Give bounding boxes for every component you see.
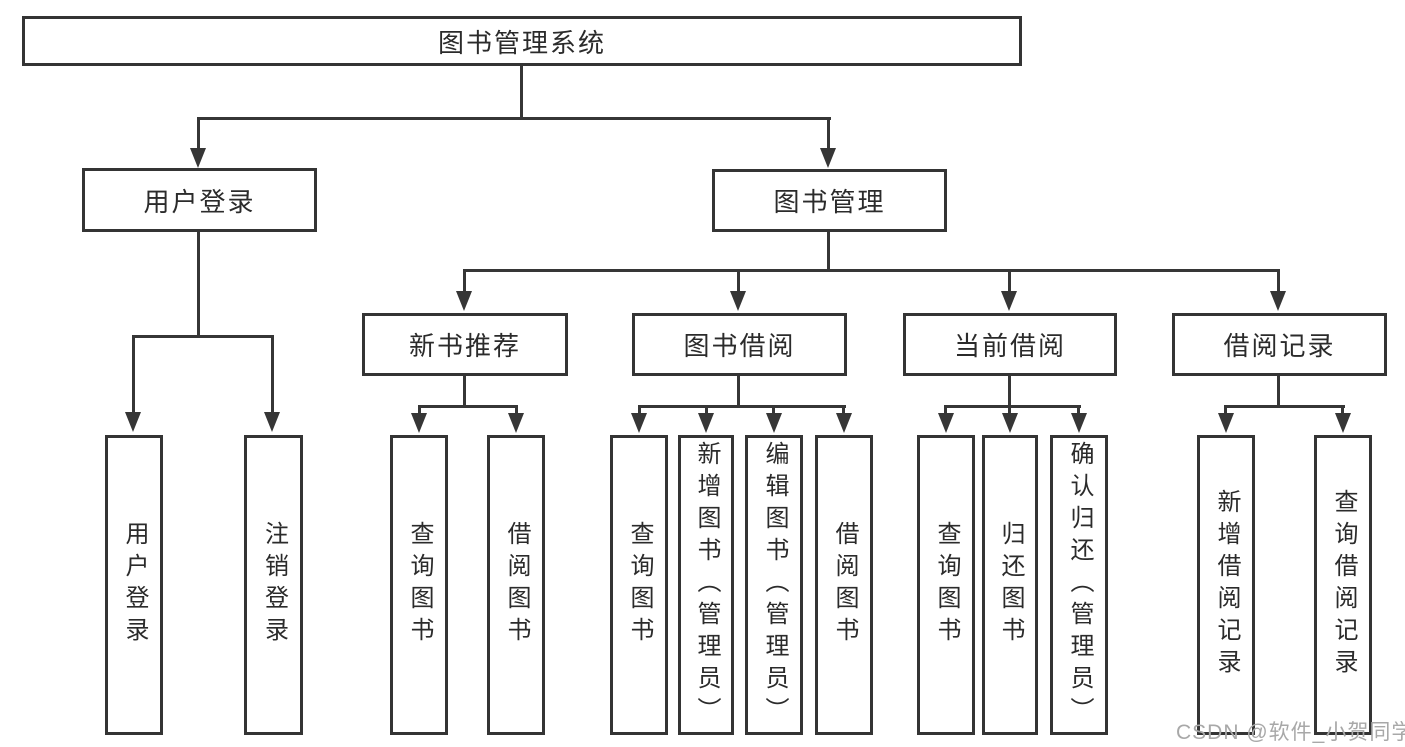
arrow-down-icon <box>190 148 206 168</box>
arrow-down-icon <box>1002 413 1018 433</box>
connector-line <box>638 405 846 408</box>
arrow-down-icon <box>1218 413 1234 433</box>
arrow-down-icon <box>1270 291 1286 311</box>
leaf-user-login: 用户登录 <box>105 435 163 735</box>
leaf-query-borrow-record-label: 查询借阅记录 <box>1330 489 1357 681</box>
leaf-return-books: 归还图书 <box>982 435 1038 735</box>
node-book-borrow-label: 图书借阅 <box>683 331 796 361</box>
connector-line <box>1277 269 1280 293</box>
node-library-system: 图书管理系统 <box>22 16 1022 66</box>
leaf-borrow-books-2: 借阅图书 <box>815 435 873 735</box>
node-borrow-records-label: 借阅记录 <box>1223 331 1336 361</box>
node-book-management: 图书管理 <box>712 169 947 232</box>
connector-line <box>197 117 200 150</box>
node-book-management-label: 图书管理 <box>773 187 886 217</box>
arrow-down-icon <box>698 413 714 433</box>
arrow-down-icon <box>766 413 782 433</box>
arrow-down-icon <box>1001 291 1017 311</box>
leaf-logout: 注销登录 <box>244 435 303 735</box>
leaf-borrow-books-1: 借阅图书 <box>487 435 545 735</box>
arrow-down-icon <box>836 413 852 433</box>
leaf-logout-label: 注销登录 <box>260 521 288 649</box>
connector-line <box>827 117 830 150</box>
connector-line <box>1277 376 1280 407</box>
arrow-down-icon <box>631 413 647 433</box>
csdn-watermark: CSDN @软件_小贺同学 <box>1176 721 1405 744</box>
leaf-add-borrow-record: 新增借阅记录 <box>1197 435 1255 735</box>
node-user-login: 用户登录 <box>82 168 317 232</box>
node-new-book-recommend-label: 新书推荐 <box>408 331 521 361</box>
connector-line <box>1008 405 1011 415</box>
connector-line <box>638 405 641 415</box>
connector-line <box>418 405 518 408</box>
connector-line <box>1077 405 1080 415</box>
arrow-down-icon <box>508 413 524 433</box>
leaf-user-login-label: 用户登录 <box>121 521 148 649</box>
connector-line <box>515 405 518 415</box>
arrow-down-icon <box>820 148 836 168</box>
node-current-borrow-label: 当前借阅 <box>953 331 1066 361</box>
leaf-query-books-1-label: 查询图书 <box>406 521 433 649</box>
connector-line <box>705 405 708 415</box>
leaf-query-books-1: 查询图书 <box>390 435 448 735</box>
connector-line <box>132 335 274 338</box>
arrow-down-icon <box>456 291 472 311</box>
node-book-borrow: 图书借阅 <box>632 313 847 376</box>
leaf-add-book-admin: 新增图书（管理员） <box>678 435 734 735</box>
leaf-add-borrow-record-label: 新增借阅记录 <box>1213 489 1240 681</box>
arrow-down-icon <box>1335 413 1351 433</box>
leaf-query-books-3: 查询图书 <box>917 435 975 735</box>
connector-line <box>463 269 1280 272</box>
leaf-query-borrow-record: 查询借阅记录 <box>1314 435 1372 735</box>
connector-line <box>772 405 775 415</box>
connector-line <box>842 405 845 415</box>
leaf-query-books-3-label: 查询图书 <box>933 521 960 649</box>
connector-line <box>1224 405 1227 415</box>
connector-line <box>1224 405 1345 408</box>
arrow-down-icon <box>1071 413 1087 433</box>
leaf-confirm-return-admin-label: 确认归还（管理员） <box>1066 441 1093 729</box>
leaf-confirm-return-admin: 确认归还（管理员） <box>1050 435 1108 735</box>
leaf-query-books-2-label: 查询图书 <box>626 521 653 649</box>
connector-line <box>1008 376 1011 407</box>
leaf-edit-book-admin-label: 编辑图书（管理员） <box>761 441 788 729</box>
node-new-book-recommend: 新书推荐 <box>362 313 568 376</box>
connector-line <box>463 269 466 293</box>
connector-line <box>827 232 830 272</box>
leaf-return-books-label: 归还图书 <box>997 521 1024 649</box>
arrow-down-icon <box>125 412 141 432</box>
arrow-down-icon <box>411 413 427 433</box>
node-current-borrow: 当前借阅 <box>903 313 1117 376</box>
connector-line <box>520 66 523 119</box>
leaf-query-books-2: 查询图书 <box>610 435 668 735</box>
connector-line <box>197 232 200 337</box>
connector-line <box>737 269 740 293</box>
node-library-system-label: 图书管理系统 <box>437 27 606 58</box>
connector-line <box>463 376 466 407</box>
connector-line <box>271 335 274 414</box>
connector-line <box>197 117 831 120</box>
arrow-down-icon <box>730 291 746 311</box>
connector-line <box>944 405 947 415</box>
node-user-login-label: 用户登录 <box>143 186 256 217</box>
leaf-borrow-books-2-label: 借阅图书 <box>831 521 858 649</box>
node-borrow-records: 借阅记录 <box>1172 313 1387 376</box>
connector-line <box>944 405 1081 408</box>
connector-line <box>132 335 135 414</box>
arrow-down-icon <box>264 412 280 432</box>
leaf-add-book-admin-label: 新增图书（管理员） <box>693 441 720 729</box>
connector-line <box>1008 269 1011 293</box>
leaf-borrow-books-1-label: 借阅图书 <box>503 521 530 649</box>
leaf-edit-book-admin: 编辑图书（管理员） <box>745 435 803 735</box>
connector-line <box>737 376 740 407</box>
connector-line <box>418 405 421 415</box>
connector-line <box>1341 405 1344 415</box>
arrow-down-icon <box>938 413 954 433</box>
